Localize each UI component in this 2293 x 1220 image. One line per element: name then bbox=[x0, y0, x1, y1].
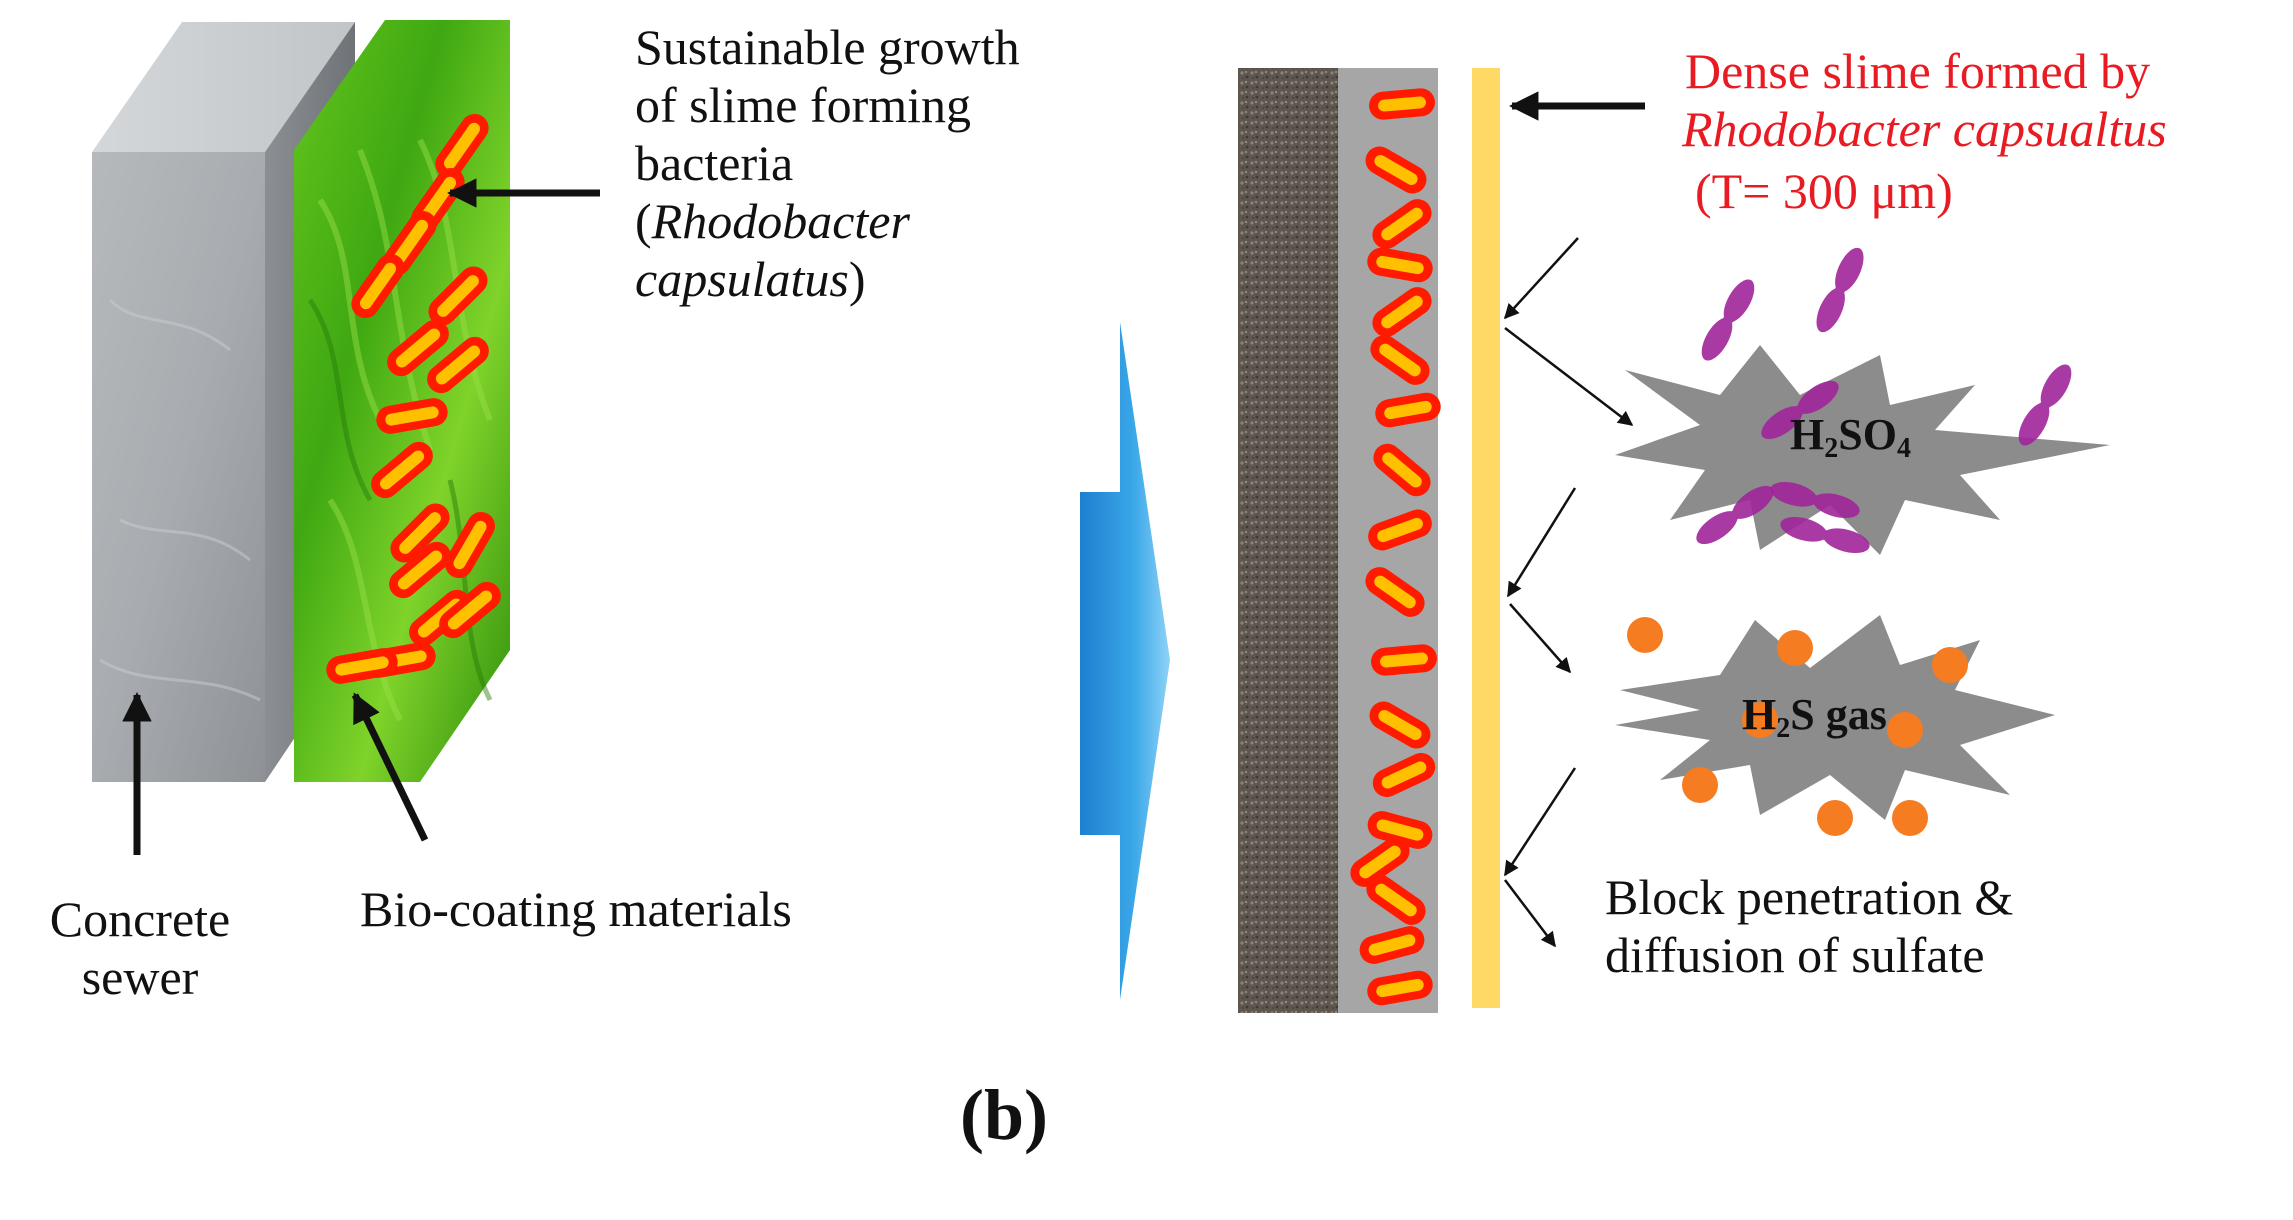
h2so4-so: SO bbox=[1838, 410, 1897, 459]
label-bio-coating: Bio-coating materials bbox=[360, 881, 792, 937]
bacterium-right-7 bbox=[1373, 443, 1431, 497]
label-concrete-sewer: Concrete sewer bbox=[20, 890, 260, 1006]
bacterium-right-16 bbox=[1359, 926, 1425, 964]
h2s-particles bbox=[1627, 617, 1968, 836]
species-name: capsulatus bbox=[635, 251, 849, 307]
label-sustainable-line4: (Rhodobacter bbox=[635, 192, 1155, 250]
bacterium-left-9 bbox=[390, 503, 450, 563]
sulfate-molecule-5 bbox=[1696, 485, 1774, 545]
label-concrete-line2: sewer bbox=[81, 949, 199, 1005]
bacterium-right-12 bbox=[1372, 752, 1436, 798]
sulfate-molecules bbox=[1696, 247, 2072, 554]
bacterium-right-0 bbox=[1369, 88, 1435, 120]
bacterium-left-5 bbox=[387, 319, 449, 377]
label-dense-line1: Dense slime formed by bbox=[1685, 43, 2151, 99]
label-sustainable-line2: of slime forming bbox=[635, 77, 972, 133]
h2s-particle-5 bbox=[1682, 767, 1718, 803]
arrow-in-3 bbox=[1503, 767, 1577, 877]
label-sustainable-line3: bacteria bbox=[635, 135, 794, 191]
concrete-block-front bbox=[92, 152, 265, 782]
h2s-particle-3 bbox=[1742, 702, 1778, 738]
bacterium-left-14 bbox=[326, 648, 398, 684]
arrow-out-3 bbox=[1504, 879, 1556, 948]
label-sustainable-growth: Sustainable growth of slime forming bact… bbox=[635, 18, 1155, 308]
h2s-rest: S gas bbox=[1790, 690, 1887, 739]
concrete-rough-surface bbox=[1238, 68, 1338, 1013]
concrete-block-top bbox=[92, 22, 355, 152]
arrow-out-2 bbox=[1509, 603, 1571, 674]
bacterium-left-10 bbox=[445, 511, 495, 579]
bacterium-right-5 bbox=[1370, 335, 1430, 385]
arrow-in-1 bbox=[1503, 237, 1579, 320]
bacterium-left-4 bbox=[428, 266, 488, 326]
bacterium-left-15 bbox=[439, 581, 501, 639]
h2s-particle-7 bbox=[1892, 800, 1928, 836]
label-h2so4: H2SO4 bbox=[1790, 410, 1911, 474]
bacteria-cluster-left bbox=[326, 113, 501, 684]
bacterium-right-13 bbox=[1367, 811, 1433, 849]
label-block-line1: Block penetration & bbox=[1605, 869, 2014, 925]
sulfate-molecule-0 bbox=[1701, 279, 1755, 361]
label-concrete-line1: Concrete bbox=[49, 891, 231, 947]
bacterium-left-6 bbox=[427, 336, 489, 394]
sulfate-molecule-6 bbox=[1780, 516, 1870, 554]
paren-close: ) bbox=[848, 251, 866, 307]
bacterium-right-17 bbox=[1367, 970, 1433, 1006]
bacterium-left-3 bbox=[351, 253, 405, 319]
bacterium-right-11 bbox=[1369, 701, 1431, 749]
label-sustainable-line5: capsulatus) bbox=[635, 250, 1155, 308]
h2s-particle-1 bbox=[1777, 630, 1813, 666]
h2s-particle-0 bbox=[1627, 617, 1663, 653]
arrow-bio-coating bbox=[351, 692, 429, 842]
label-dense-line2: Rhodobacter capsualtus bbox=[1682, 101, 2167, 157]
bacterium-right-6 bbox=[1375, 392, 1441, 428]
h2s-particle-6 bbox=[1817, 800, 1853, 836]
process-flow-arrow bbox=[1080, 322, 1170, 1000]
paren-open: ( bbox=[635, 193, 652, 249]
annotation-arrows bbox=[122, 91, 1645, 948]
sulfate-molecule-2 bbox=[1761, 380, 1839, 440]
bacterium-right-9 bbox=[1365, 567, 1425, 617]
bacterium-right-3 bbox=[1367, 247, 1433, 283]
bacterium-right-10 bbox=[1371, 644, 1437, 676]
arrow-in-2 bbox=[1506, 487, 1577, 598]
sulfate-molecule-4 bbox=[1770, 481, 1860, 519]
bacterium-right-1 bbox=[1365, 146, 1427, 194]
bacterium-left-7 bbox=[376, 398, 448, 434]
label-dense-slime: Dense slime formed by Rhodobacter capsua… bbox=[1682, 42, 2285, 220]
bacteria-cluster-right bbox=[1350, 88, 1441, 1006]
label-block-penetration: Block penetration & diffusion of sulfate bbox=[1605, 868, 2285, 984]
label-block-line2: diffusion of sulfate bbox=[1605, 927, 1985, 983]
h2s-particle-2 bbox=[1932, 647, 1968, 683]
bacterium-left-11 bbox=[389, 541, 451, 599]
bacterium-right-15 bbox=[1366, 875, 1426, 925]
h2s-particle-4 bbox=[1887, 712, 1923, 748]
bacterium-right-14 bbox=[1350, 837, 1410, 887]
h2s-sub2: 2 bbox=[1776, 713, 1791, 744]
bacterium-left-8 bbox=[371, 441, 433, 499]
bacterium-right-2 bbox=[1372, 199, 1432, 249]
sulfate-molecule-1 bbox=[1816, 247, 1864, 333]
h2s-h: H bbox=[1742, 690, 1777, 739]
h2so4-sub2: 2 bbox=[1824, 433, 1839, 464]
bacterium-right-8 bbox=[1368, 509, 1432, 551]
bacterium-left-0 bbox=[435, 113, 489, 179]
label-sustainable-line1: Sustainable growth bbox=[635, 19, 1020, 75]
h2so4-h: H bbox=[1790, 410, 1825, 459]
bacterium-right-4 bbox=[1372, 287, 1432, 337]
arrow-out-1 bbox=[1504, 327, 1634, 426]
panel-label: (b) bbox=[960, 1075, 1048, 1155]
dense-slime-layer bbox=[1472, 68, 1500, 1008]
sulfate-molecule-3 bbox=[2018, 364, 2072, 446]
species-genus: Rhodobacter bbox=[651, 193, 910, 249]
label-h2s-gas: H2S gas bbox=[1742, 690, 1887, 754]
h2so4-sub4: 4 bbox=[1896, 433, 1911, 464]
label-dense-thickness: (T= 300 μm) bbox=[1695, 163, 1953, 219]
